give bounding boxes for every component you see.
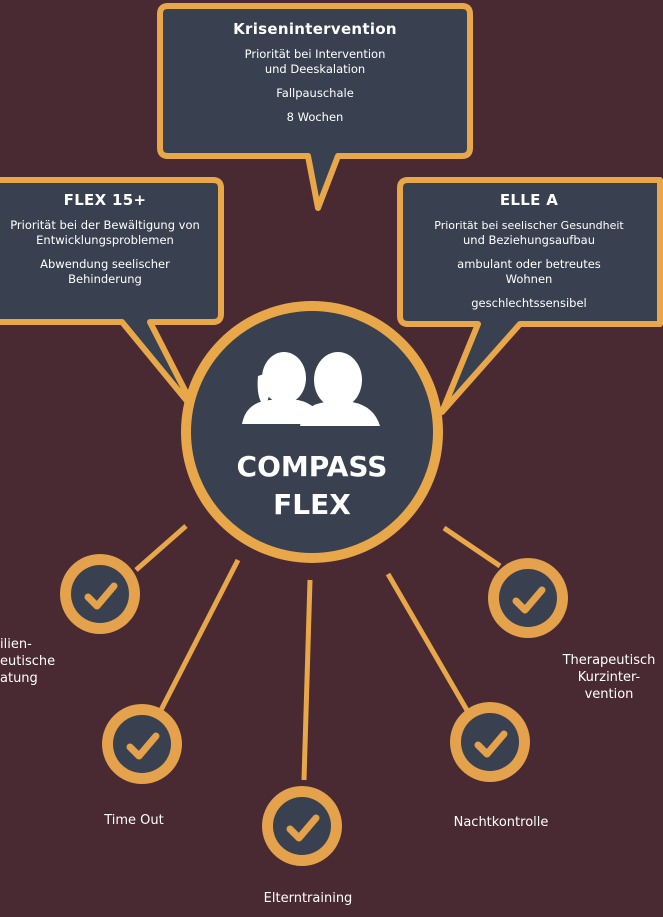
check-circle-4 [450, 702, 530, 782]
box-elle-a: ELLE A Priorität bei seelischer Gesundhe… [403, 191, 655, 311]
box-line: ambulant oder betreutes [457, 257, 601, 271]
service-label-line: Nachtkontrolle [453, 815, 549, 830]
checkmark-icon [126, 732, 160, 760]
checkmark-icon [84, 582, 118, 610]
connector-lines [134, 524, 502, 781]
service-label-line: Elterntraining [263, 891, 353, 906]
box-line: Wohnen [505, 272, 553, 286]
service-label-line: Therapeutisch [562, 653, 656, 668]
center-title-line: FLEX [273, 488, 351, 521]
box-flex15: FLEX 15+ Priorität bei der Bewältigung v… [0, 191, 218, 287]
service-label-line: ilien- [0, 637, 32, 652]
checkmark-icon [474, 730, 508, 758]
two-people-icon [242, 352, 380, 426]
box-line: Abwendung seelischer [40, 257, 170, 271]
service-label-line: eutische [0, 654, 56, 669]
service-label-5: Therapeutisch Kurzinter- vention [555, 652, 663, 703]
checkmark-icon [512, 586, 546, 614]
center-title: COMPASS FLEX [232, 448, 392, 524]
box-line: 8 Wochen [286, 110, 344, 124]
box-title: Krisenintervention [233, 20, 397, 38]
checkmark-icon [286, 814, 320, 842]
service-label-4: Nachtkontrolle [440, 814, 562, 831]
service-label-3: Elterntraining [248, 890, 368, 907]
top-box-shape [157, 3, 473, 211]
connector-1 [134, 524, 188, 572]
check-circle-5 [488, 558, 568, 638]
connector-2 [157, 558, 241, 714]
service-label-1: ilien- eutische atung [0, 636, 55, 687]
connector-3 [301, 579, 313, 781]
box-line: Entwicklungsproblemen [36, 233, 174, 247]
check-circle-3 [262, 786, 342, 866]
service-label-line: vention [584, 687, 634, 702]
center-circle [181, 301, 443, 563]
check-circle-2 [102, 704, 182, 784]
box-line: Priorität bei seelischer Gesundheit [434, 219, 624, 232]
box-line: Behinderung [68, 272, 142, 286]
check-circle-1 [60, 554, 140, 634]
box-line: und Deeskalation [264, 62, 366, 76]
box-krisenintervention: Krisenintervention Priorität bei Interve… [168, 20, 462, 125]
right-box-shape [397, 177, 663, 415]
connector-4 [385, 572, 471, 714]
box-line: Priorität bei Intervention [244, 47, 386, 61]
left-box-shape [0, 177, 224, 415]
box-line: Fallpauschale [276, 86, 354, 100]
connector-5 [442, 525, 502, 569]
box-line: Priorität bei der Bewältigung von [10, 218, 200, 232]
service-label-line: Kurzinter- [577, 670, 641, 685]
box-title: FLEX 15+ [63, 191, 147, 209]
box-line: und Beziehungsaufbau [463, 233, 595, 247]
service-label-line: atung [0, 671, 38, 686]
box-title: ELLE A [499, 191, 559, 209]
service-label-line: Time Out [104, 813, 164, 828]
box-line: geschlechtssensibel [471, 296, 587, 310]
center-title-line: COMPASS [236, 450, 388, 483]
service-label-2: Time Out [92, 812, 176, 829]
